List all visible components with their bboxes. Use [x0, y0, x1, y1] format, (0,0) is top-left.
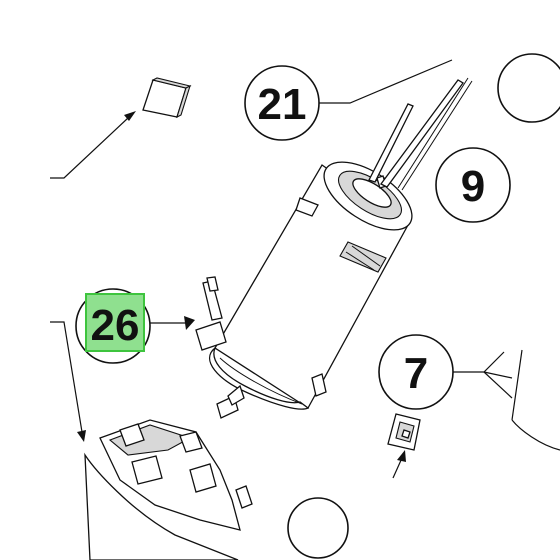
callout-9: 9 — [435, 147, 511, 223]
leader-line-tag — [50, 111, 136, 179]
callout-26-label: 26 — [91, 301, 140, 350]
partial-part-right-curve — [511, 419, 560, 451]
highlight-box — [85, 293, 145, 352]
callout-7: 7 — [378, 334, 454, 410]
callout-21: 21 — [244, 65, 320, 141]
partial-callout-bottom — [287, 497, 349, 559]
leader-line-switch — [392, 450, 406, 479]
callout-21-label: 21 — [258, 80, 307, 129]
callout-26: 26 — [75, 288, 151, 364]
callout-9-label: 9 — [461, 162, 485, 211]
leader-line-26 — [147, 316, 195, 330]
label-tag-part — [142, 77, 192, 119]
partial-callout-right-top — [497, 53, 560, 123]
callout-7-label: 7 — [404, 349, 428, 398]
leader-line-7 — [440, 351, 513, 399]
switch-part — [387, 413, 421, 451]
partial-part-right-edge — [511, 349, 523, 421]
housing-part — [84, 419, 253, 560]
leader-line-21 — [318, 59, 453, 104]
leader-line-housing — [50, 321, 86, 442]
motor-assembly — [195, 77, 473, 419]
